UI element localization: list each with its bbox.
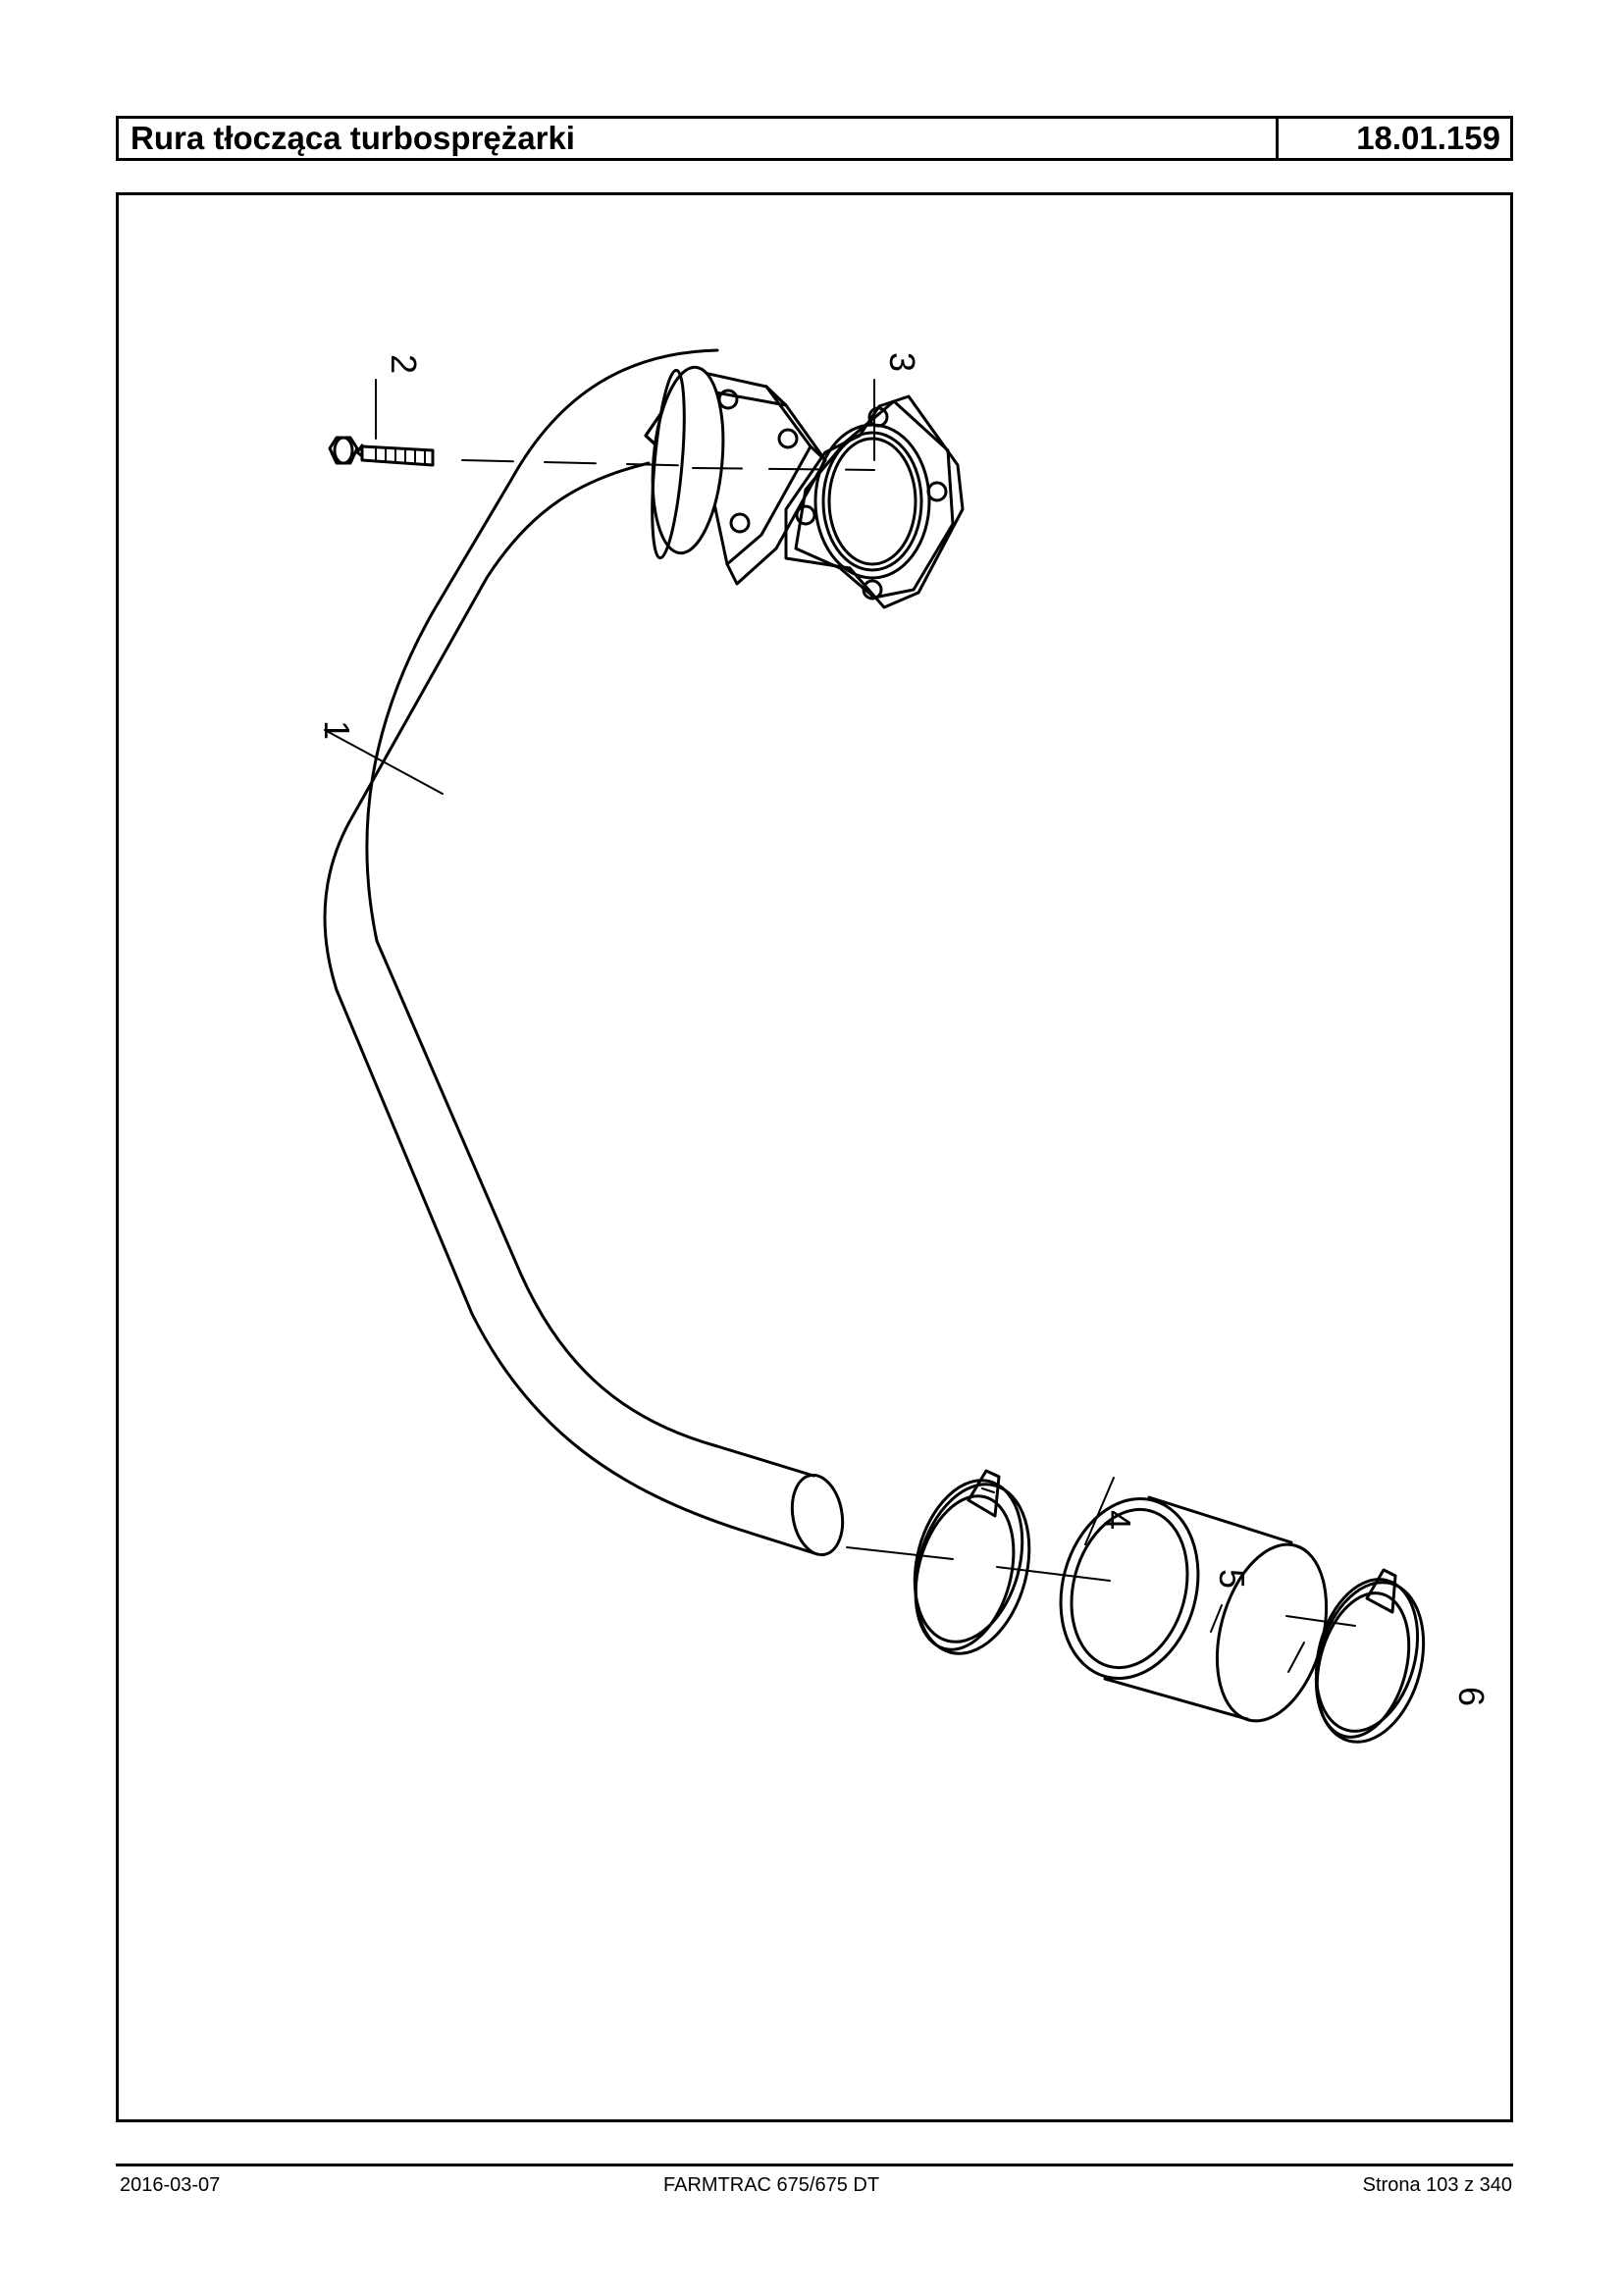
footer-date: 2016-03-07 xyxy=(120,2174,221,2196)
hose-clamp-part-4 xyxy=(913,1469,1031,1655)
bolt-part-2 xyxy=(328,436,435,467)
diagram-frame: 1 2 3 4 5 6 xyxy=(116,192,1513,2122)
header-bar: Rura tłocząca turbosprężarki 18.01.159 xyxy=(116,116,1513,161)
hose-clamp-part-6 xyxy=(1314,1568,1426,1744)
section-code: 18.01.159 xyxy=(1356,120,1500,156)
callout-leaders xyxy=(324,379,1305,1673)
pipe-part-1 xyxy=(323,348,845,1557)
callout-1: 1 xyxy=(317,720,357,740)
footer-divider xyxy=(116,2164,1513,2166)
callout-4: 4 xyxy=(1098,1510,1138,1530)
page-title: Rura tłocząca turbosprężarki xyxy=(119,119,1279,158)
assembly-lines xyxy=(461,459,1356,1627)
footer-page-number: Strona 103 z 340 xyxy=(1362,2174,1512,2196)
footer-model: FARMTRAC 675/675 DT xyxy=(663,2174,880,2196)
callout-2: 2 xyxy=(384,354,424,374)
callout-6: 6 xyxy=(1451,1687,1492,1706)
gasket-part-3 xyxy=(784,394,965,609)
exploded-parts-diagram: 1 2 3 4 5 6 xyxy=(317,348,1492,1744)
callout-5: 5 xyxy=(1212,1569,1252,1589)
hose-sleeve-part-5 xyxy=(1059,1495,1329,1723)
callout-3: 3 xyxy=(882,352,922,372)
